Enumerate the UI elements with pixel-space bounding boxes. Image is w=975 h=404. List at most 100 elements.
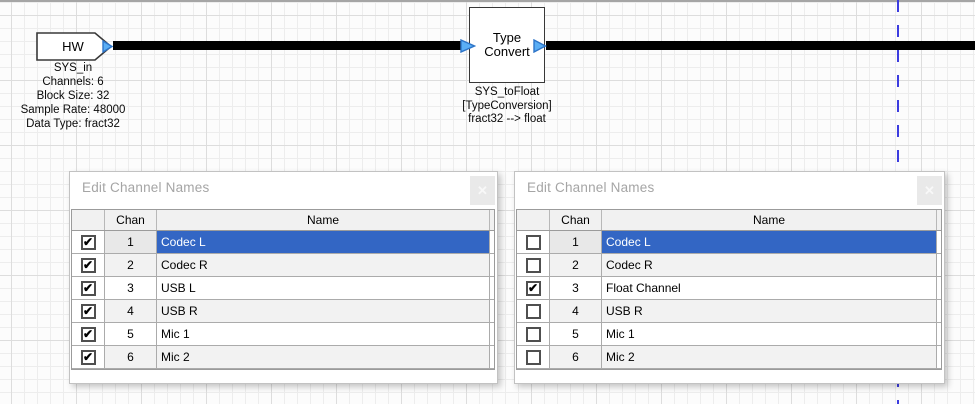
chan-cell[interactable]: 6	[550, 346, 602, 368]
hw-block-annotations: SYS_in Channels: 6 Block Size: 32 Sample…	[0, 61, 146, 131]
type-convert-label-line2: Convert	[484, 44, 530, 59]
dialog-titlebar[interactable]: Edit Channel Names ✕	[70, 172, 497, 208]
header-name[interactable]: Name	[602, 210, 937, 230]
header-checkbox-column[interactable]	[517, 210, 550, 230]
chan-cell[interactable]: 1	[550, 231, 602, 253]
table-row[interactable]: ✔ 3 USB L	[72, 277, 494, 300]
edit-channel-names-dialog-left[interactable]: Edit Channel Names ✕ Chan Name ✔ 1 Codec…	[69, 171, 498, 384]
channel-checkbox[interactable]: ✔	[80, 303, 96, 319]
checkbox-cell[interactable]: ✔	[517, 277, 550, 299]
header-filler	[490, 210, 494, 230]
table-row[interactable]: ✔ 4 USB R	[72, 300, 494, 323]
chan-cell[interactable]: 6	[105, 346, 157, 368]
name-cell[interactable]: USB R	[602, 300, 937, 322]
channel-checkbox[interactable]	[525, 303, 541, 319]
row-filler	[490, 277, 494, 299]
checkbox-cell[interactable]: ✔	[72, 231, 105, 253]
close-icon: ✕	[477, 183, 488, 198]
annotation-line: Data Type: fract32	[26, 118, 120, 130]
close-button[interactable]: ✕	[917, 176, 942, 205]
table-row[interactable]: 2 Codec R	[517, 254, 941, 277]
channel-checkbox[interactable]	[525, 326, 541, 342]
channel-checkbox[interactable]	[525, 349, 541, 365]
checkbox-cell[interactable]	[517, 300, 550, 322]
channel-table: Chan Name 1 Codec L 2 Codec R ✔ 3 Float …	[516, 209, 942, 370]
name-cell[interactable]: Float Channel	[602, 277, 937, 299]
row-filler	[490, 254, 494, 276]
table-row[interactable]: ✔ 3 Float Channel	[517, 277, 941, 300]
chan-cell[interactable]: 4	[550, 300, 602, 322]
channel-checkbox[interactable]: ✔	[525, 280, 541, 296]
close-button[interactable]: ✕	[470, 176, 495, 205]
row-filler	[937, 277, 941, 299]
chan-cell[interactable]: 3	[105, 277, 157, 299]
chan-cell[interactable]: 5	[550, 323, 602, 345]
chan-cell[interactable]: 2	[550, 254, 602, 276]
table-row[interactable]: ✔ 5 Mic 1	[72, 323, 494, 346]
hw-block-shape-icon	[36, 32, 113, 61]
table-row[interactable]: ✔ 2 Codec R	[72, 254, 494, 277]
chan-cell[interactable]: 1	[105, 231, 157, 253]
checkbox-cell[interactable]: ✔	[72, 254, 105, 276]
row-filler	[490, 346, 494, 368]
channel-checkbox[interactable]	[525, 234, 541, 250]
annotation-line: Sample Rate: 48000	[20, 104, 126, 116]
annotation-line: Channels: 6	[42, 76, 104, 88]
block-sys-in[interactable]: HW	[36, 32, 114, 61]
header-chan[interactable]: Chan	[550, 210, 602, 230]
wire-hw-to-typeconvert[interactable]	[113, 41, 462, 50]
header-chan[interactable]: Chan	[105, 210, 157, 230]
checkbox-cell[interactable]: ✔	[72, 277, 105, 299]
chan-cell[interactable]: 2	[105, 254, 157, 276]
input-pin-icon[interactable]	[460, 39, 476, 53]
checkbox-cell[interactable]: ✔	[72, 323, 105, 345]
channel-table: Chan Name ✔ 1 Codec L ✔ 2 Codec R ✔ 3 US…	[71, 209, 495, 370]
output-pin-icon[interactable]	[102, 40, 113, 53]
header-name[interactable]: Name	[157, 210, 490, 230]
dialog-title: Edit Channel Names	[82, 180, 210, 195]
output-pin-icon[interactable]	[533, 39, 547, 53]
channel-checkbox[interactable]: ✔	[80, 349, 96, 365]
checkbox-cell[interactable]	[517, 346, 550, 368]
table-row[interactable]: 1 Codec L	[517, 231, 941, 254]
table-row[interactable]: 4 USB R	[517, 300, 941, 323]
channel-checkbox[interactable]: ✔	[80, 234, 96, 250]
annotation-line: SYS_toFloat	[474, 86, 540, 98]
name-cell[interactable]: Codec L	[602, 231, 937, 253]
wire-typeconvert-output[interactable]	[546, 41, 975, 50]
chan-cell[interactable]: 3	[550, 277, 602, 299]
name-cell[interactable]: USB R	[157, 300, 490, 322]
checkbox-cell[interactable]	[517, 323, 550, 345]
channel-checkbox[interactable]: ✔	[80, 257, 96, 273]
name-cell[interactable]: Codec R	[602, 254, 937, 276]
channel-checkbox[interactable]: ✔	[80, 326, 96, 342]
channel-checkbox[interactable]	[525, 257, 541, 273]
table-row[interactable]: ✔ 6 Mic 2	[72, 346, 494, 369]
channel-checkbox[interactable]: ✔	[80, 280, 96, 296]
name-cell[interactable]: Codec L	[157, 231, 490, 253]
header-checkbox-column[interactable]	[72, 210, 105, 230]
chan-cell[interactable]: 5	[105, 323, 157, 345]
annotation-line: [TypeConversion]	[462, 99, 552, 112]
chan-cell[interactable]: 4	[105, 300, 157, 322]
checkbox-cell[interactable]: ✔	[72, 300, 105, 322]
checkbox-cell[interactable]: ✔	[72, 346, 105, 368]
type-convert-annotations: SYS_toFloat [TypeConversion] fract32 -->…	[433, 86, 581, 127]
name-cell[interactable]: Mic 1	[602, 323, 937, 345]
annotation-line: SYS_in	[53, 62, 93, 74]
table-row[interactable]: 5 Mic 1	[517, 323, 941, 346]
name-cell[interactable]: USB L	[157, 277, 490, 299]
row-filler	[937, 323, 941, 345]
name-cell[interactable]: Mic 1	[157, 323, 490, 345]
row-filler	[937, 346, 941, 368]
name-cell[interactable]: Codec R	[157, 254, 490, 276]
checkbox-cell[interactable]	[517, 231, 550, 253]
name-cell[interactable]: Mic 2	[602, 346, 937, 368]
checkbox-cell[interactable]	[517, 254, 550, 276]
dialog-titlebar[interactable]: Edit Channel Names ✕	[515, 172, 944, 208]
edit-channel-names-dialog-right[interactable]: Edit Channel Names ✕ Chan Name 1 Codec L…	[514, 171, 945, 384]
table-row[interactable]: 6 Mic 2	[517, 346, 941, 369]
name-cell[interactable]: Mic 2	[157, 346, 490, 368]
table-row[interactable]: ✔ 1 Codec L	[72, 231, 494, 254]
